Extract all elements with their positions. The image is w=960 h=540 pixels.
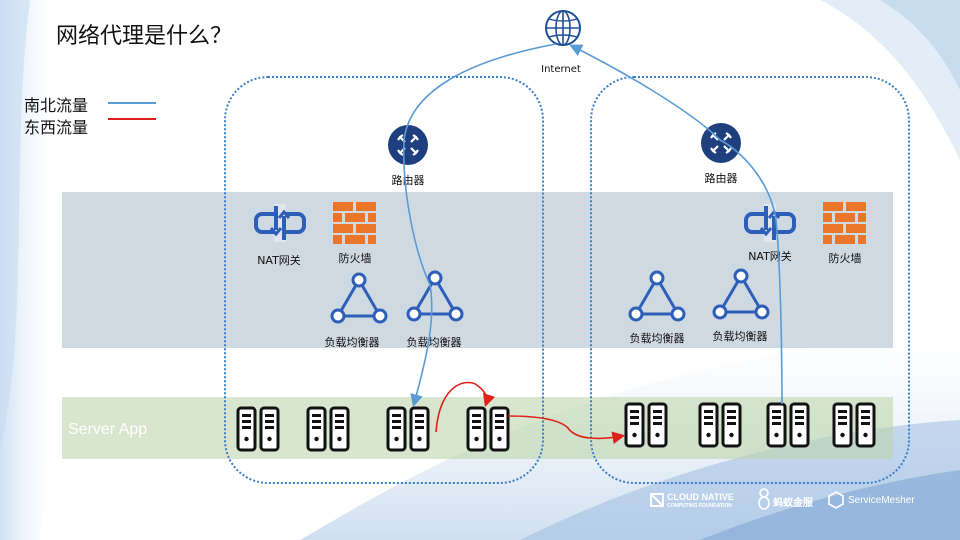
legend-east-west-label: 东西流量 bbox=[24, 118, 89, 137]
router-left-label: 路由器 bbox=[391, 174, 425, 187]
nat-gateway-icon bbox=[744, 204, 796, 242]
server-icon bbox=[236, 406, 280, 452]
router-icon bbox=[388, 125, 428, 165]
load-balancer-icon bbox=[406, 270, 464, 322]
servicemesher-logo-icon bbox=[828, 491, 844, 509]
cncf-logo-text: CLOUD NATIVE bbox=[667, 492, 734, 502]
antfin-logo-text: 蚂蚁金服 bbox=[773, 498, 813, 509]
lb-right-2-label: 负载均衡器 bbox=[712, 330, 768, 343]
firewall-icon bbox=[333, 202, 376, 244]
router-right-label: 路由器 bbox=[704, 172, 738, 185]
server-app-label: Server App bbox=[68, 421, 148, 438]
nat-gateway-icon bbox=[254, 204, 306, 242]
server-icon bbox=[386, 406, 430, 452]
load-balancer-icon bbox=[712, 268, 770, 320]
server-icon bbox=[624, 402, 668, 448]
cncf-logo-icon bbox=[650, 493, 664, 507]
cncf-logo-subtext: COMPUTING FOUNDATION bbox=[667, 503, 732, 509]
slide-title: 网络代理是什么？ bbox=[56, 24, 233, 49]
firewall-left-label: 防火墙 bbox=[338, 252, 372, 265]
nat-right-label: NAT网关 bbox=[748, 250, 792, 263]
legend-east-west-line bbox=[108, 118, 156, 120]
lb-left-1-label: 负载均衡器 bbox=[324, 336, 380, 349]
server-icon bbox=[466, 406, 510, 452]
lb-right-1-label: 负载均衡器 bbox=[629, 332, 685, 345]
nat-left-label: NAT网关 bbox=[257, 254, 301, 267]
server-icon bbox=[832, 402, 876, 448]
server-icon bbox=[306, 406, 350, 452]
lb-left-2-label: 负载均衡器 bbox=[406, 336, 462, 349]
load-balancer-icon bbox=[330, 272, 388, 324]
ant-logo-icon bbox=[758, 488, 770, 510]
legend-north-south-line bbox=[108, 102, 156, 104]
firewall-right-label: 防火墙 bbox=[828, 252, 862, 265]
server-icon bbox=[698, 402, 742, 448]
servicemesher-logo-text: ServiceMesher bbox=[848, 495, 915, 506]
router-icon bbox=[701, 123, 741, 163]
load-balancer-icon bbox=[628, 270, 686, 322]
legend-north-south-label: 南北流量 bbox=[24, 96, 89, 115]
globe-icon bbox=[545, 10, 581, 46]
internet-label: Internet bbox=[541, 64, 581, 75]
firewall-icon bbox=[823, 202, 866, 244]
server-icon bbox=[766, 402, 810, 448]
